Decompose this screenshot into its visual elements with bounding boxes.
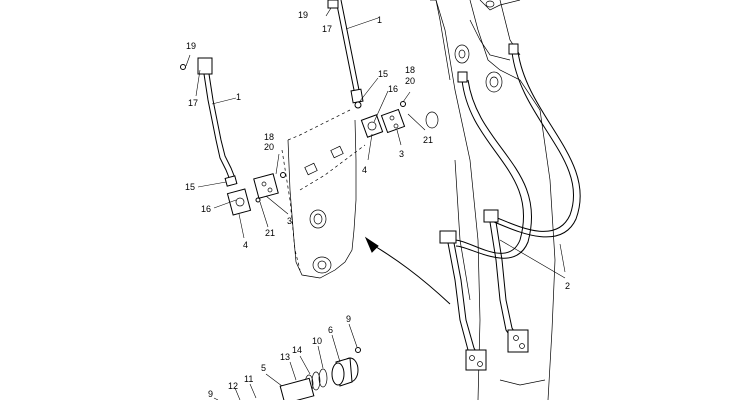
callout-11: 11 — [244, 374, 253, 384]
callout-17-left: 17 — [188, 98, 198, 108]
callout-10: 10 — [312, 336, 322, 346]
callout-18-left: 18 — [264, 132, 274, 142]
callout-9-b: 9 — [208, 389, 213, 399]
callout-3-mid: 3 — [399, 149, 404, 159]
callout-17-top: 17 — [322, 24, 332, 34]
callout-5: 5 — [261, 363, 266, 373]
callout-9-a: 9 — [346, 314, 351, 324]
callout-4-mid: 4 — [362, 165, 367, 175]
callout-12: 12 — [228, 381, 238, 391]
callout-13: 13 — [280, 352, 290, 362]
tube-upper — [325, 0, 426, 161]
callout-1-top: 1 — [377, 15, 382, 25]
callout-3-left: 3 — [287, 216, 292, 226]
callout-18-mid: 18 — [405, 65, 415, 75]
callout-16-mid: 16 — [388, 84, 398, 94]
callout-21-left: 21 — [265, 228, 275, 238]
callout-21-mid: 21 — [423, 135, 433, 145]
direction-arrow — [364, 236, 451, 305]
callout-labels: 19 17 1 15 18 20 16 3 4 21 19 17 1 18 20… — [185, 10, 570, 399]
hose-assembly — [439, 43, 581, 371]
tube-left — [180, 54, 289, 239]
callout-14: 14 — [292, 345, 302, 355]
callout-1-left: 1 — [236, 92, 241, 102]
cylinder-parts — [213, 323, 361, 400]
callout-20-left: 20 — [264, 142, 274, 152]
callout-16-left: 16 — [201, 204, 211, 214]
callout-6: 6 — [328, 325, 333, 335]
callout-15-mid: 15 — [378, 69, 388, 79]
callout-20-mid: 20 — [405, 76, 415, 86]
callout-2-right: 2 — [565, 281, 570, 291]
callout-19-left: 19 — [186, 41, 196, 51]
boom-outline-dashed — [281, 109, 366, 279]
callout-15-left: 15 — [185, 182, 195, 192]
callout-4-left: 4 — [243, 240, 248, 250]
boom-arm — [425, 0, 556, 400]
callout-19-top: 19 — [298, 10, 308, 20]
